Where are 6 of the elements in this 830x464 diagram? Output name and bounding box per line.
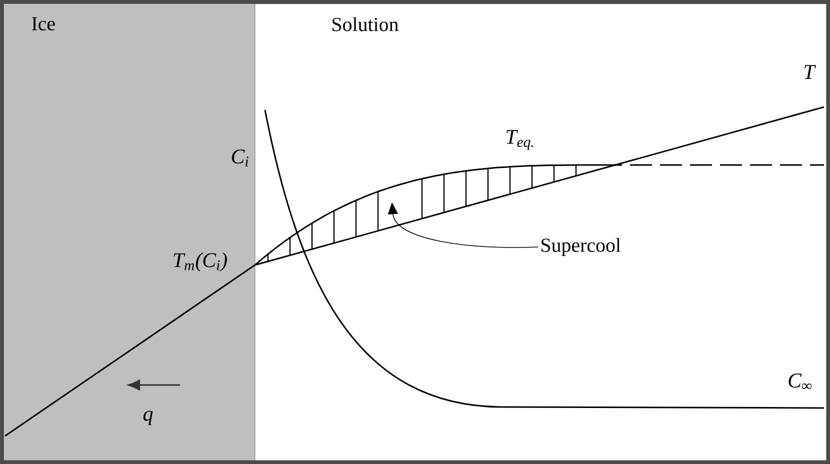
- curve-label: C$_{i}$: [232, 150, 248, 166]
- curve-label: C$_{∞}$: [788, 374, 812, 390]
- curve-label: T$_{m}$(C$_{i}$): [174, 252, 227, 272]
- curve-label: q: [143, 410, 153, 426]
- curve-label: T: [804, 65, 816, 79]
- annotation-text: Supercool: [542, 238, 621, 256]
